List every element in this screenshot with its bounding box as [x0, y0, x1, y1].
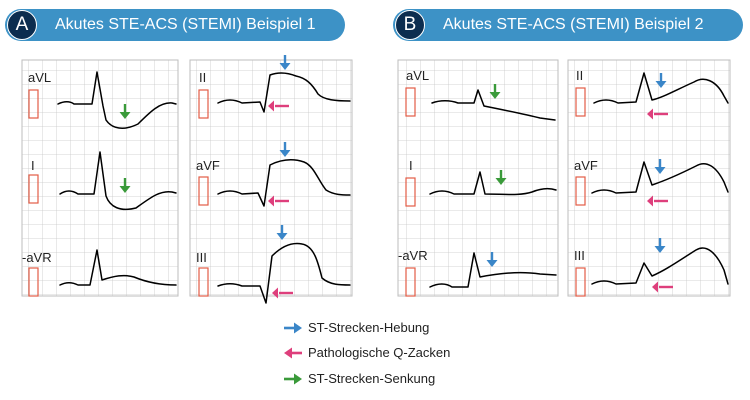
calibration-pulse [575, 87, 586, 117]
blue-right-arrow-icon [284, 322, 302, 334]
panel-b-badge: B [395, 10, 425, 40]
pink-left-arrow-icon [652, 281, 673, 293]
lead-label-i: I [31, 158, 35, 173]
green-down-arrow-icon [495, 170, 507, 185]
lead-label-avl: aVL [406, 68, 429, 83]
ecg-trace-iii [591, 247, 729, 285]
calibration-pulse [198, 89, 209, 119]
grid-a-left [21, 59, 179, 297]
legend-item-st-depression: ST-Strecken-Senkung [282, 369, 582, 389]
ecg-trace-ii [593, 72, 729, 104]
blue-down-arrow-icon [486, 252, 498, 267]
panel-a-title: Akutes STE-ACS (STEMI) Beispiel 1 [55, 16, 316, 33]
calibration-pulse [198, 267, 209, 297]
ecg-trace-avl [431, 89, 556, 121]
green-down-arrow-icon [119, 104, 131, 119]
blue-down-arrow-icon [654, 238, 666, 253]
ecg-trace-ii [217, 72, 351, 113]
lead-label-minus-avr: -aVR [398, 248, 428, 263]
pink-left-arrow-icon [268, 195, 289, 207]
calibration-pulse [28, 267, 39, 297]
blue-down-arrow-icon [655, 73, 667, 88]
pink-left-arrow-icon [284, 347, 302, 359]
calibration-pulse [28, 174, 39, 204]
legend-item-q-waves: Pathologische Q-Zacken [282, 343, 582, 363]
ecg-trace-i [59, 151, 177, 211]
calibration-pulse [575, 176, 586, 206]
lead-label-ii: II [199, 70, 206, 85]
blue-down-arrow-icon [276, 225, 288, 240]
panel-a-badge: A [7, 10, 37, 40]
blue-down-arrow-icon [279, 55, 291, 70]
legend-label: Pathologische Q-Zacken [308, 345, 451, 360]
pink-left-arrow-icon [268, 100, 289, 112]
legend-label: ST-Strecken-Senkung [308, 371, 436, 386]
calibration-pulse [405, 177, 416, 207]
pink-left-arrow-icon [272, 287, 293, 299]
lead-label-iii: III [196, 250, 207, 265]
lead-label-iii: III [574, 248, 585, 263]
pink-left-arrow-icon [647, 195, 668, 207]
lead-label-avf: aVF [196, 158, 220, 173]
green-down-arrow-icon [489, 84, 501, 99]
panel-a-header: A Akutes STE-ACS (STEMI) Beispiel 1 [5, 9, 345, 41]
ecg-trace-iii [217, 242, 351, 304]
lead-label-avl: aVL [28, 70, 51, 85]
calibration-pulse [28, 89, 39, 119]
ecg-trace-avf [217, 159, 351, 207]
pink-left-arrow-icon [647, 108, 668, 120]
calibration-pulse [405, 87, 416, 117]
panel-b-header: B Akutes STE-ACS (STEMI) Beispiel 2 [393, 9, 743, 41]
ecg-trace-minus-avr [59, 249, 177, 286]
calibration-pulse [198, 176, 209, 206]
ecg-trace-avl [57, 71, 177, 129]
ecg-trace-minus-avr [429, 252, 557, 288]
blue-down-arrow-icon [279, 142, 291, 157]
calibration-pulse [575, 267, 586, 297]
lead-label-ii: II [576, 68, 583, 83]
legend-item-st-elevation: ST-Strecken-Hebung [282, 318, 582, 338]
green-down-arrow-icon [119, 178, 131, 193]
green-right-arrow-icon [284, 373, 302, 385]
grid-a-right [189, 59, 353, 297]
blue-down-arrow-icon [654, 159, 666, 174]
ecg-trace-avf [591, 161, 729, 194]
ecg-trace-i [429, 171, 557, 196]
lead-label-i: I [409, 158, 413, 173]
panel-b-title: Akutes STE-ACS (STEMI) Beispiel 2 [443, 16, 704, 33]
legend-label: ST-Strecken-Hebung [308, 320, 430, 335]
lead-label-avf: aVF [574, 158, 598, 173]
lead-label-minus-avr: -aVR [22, 250, 52, 265]
calibration-pulse [405, 267, 416, 297]
